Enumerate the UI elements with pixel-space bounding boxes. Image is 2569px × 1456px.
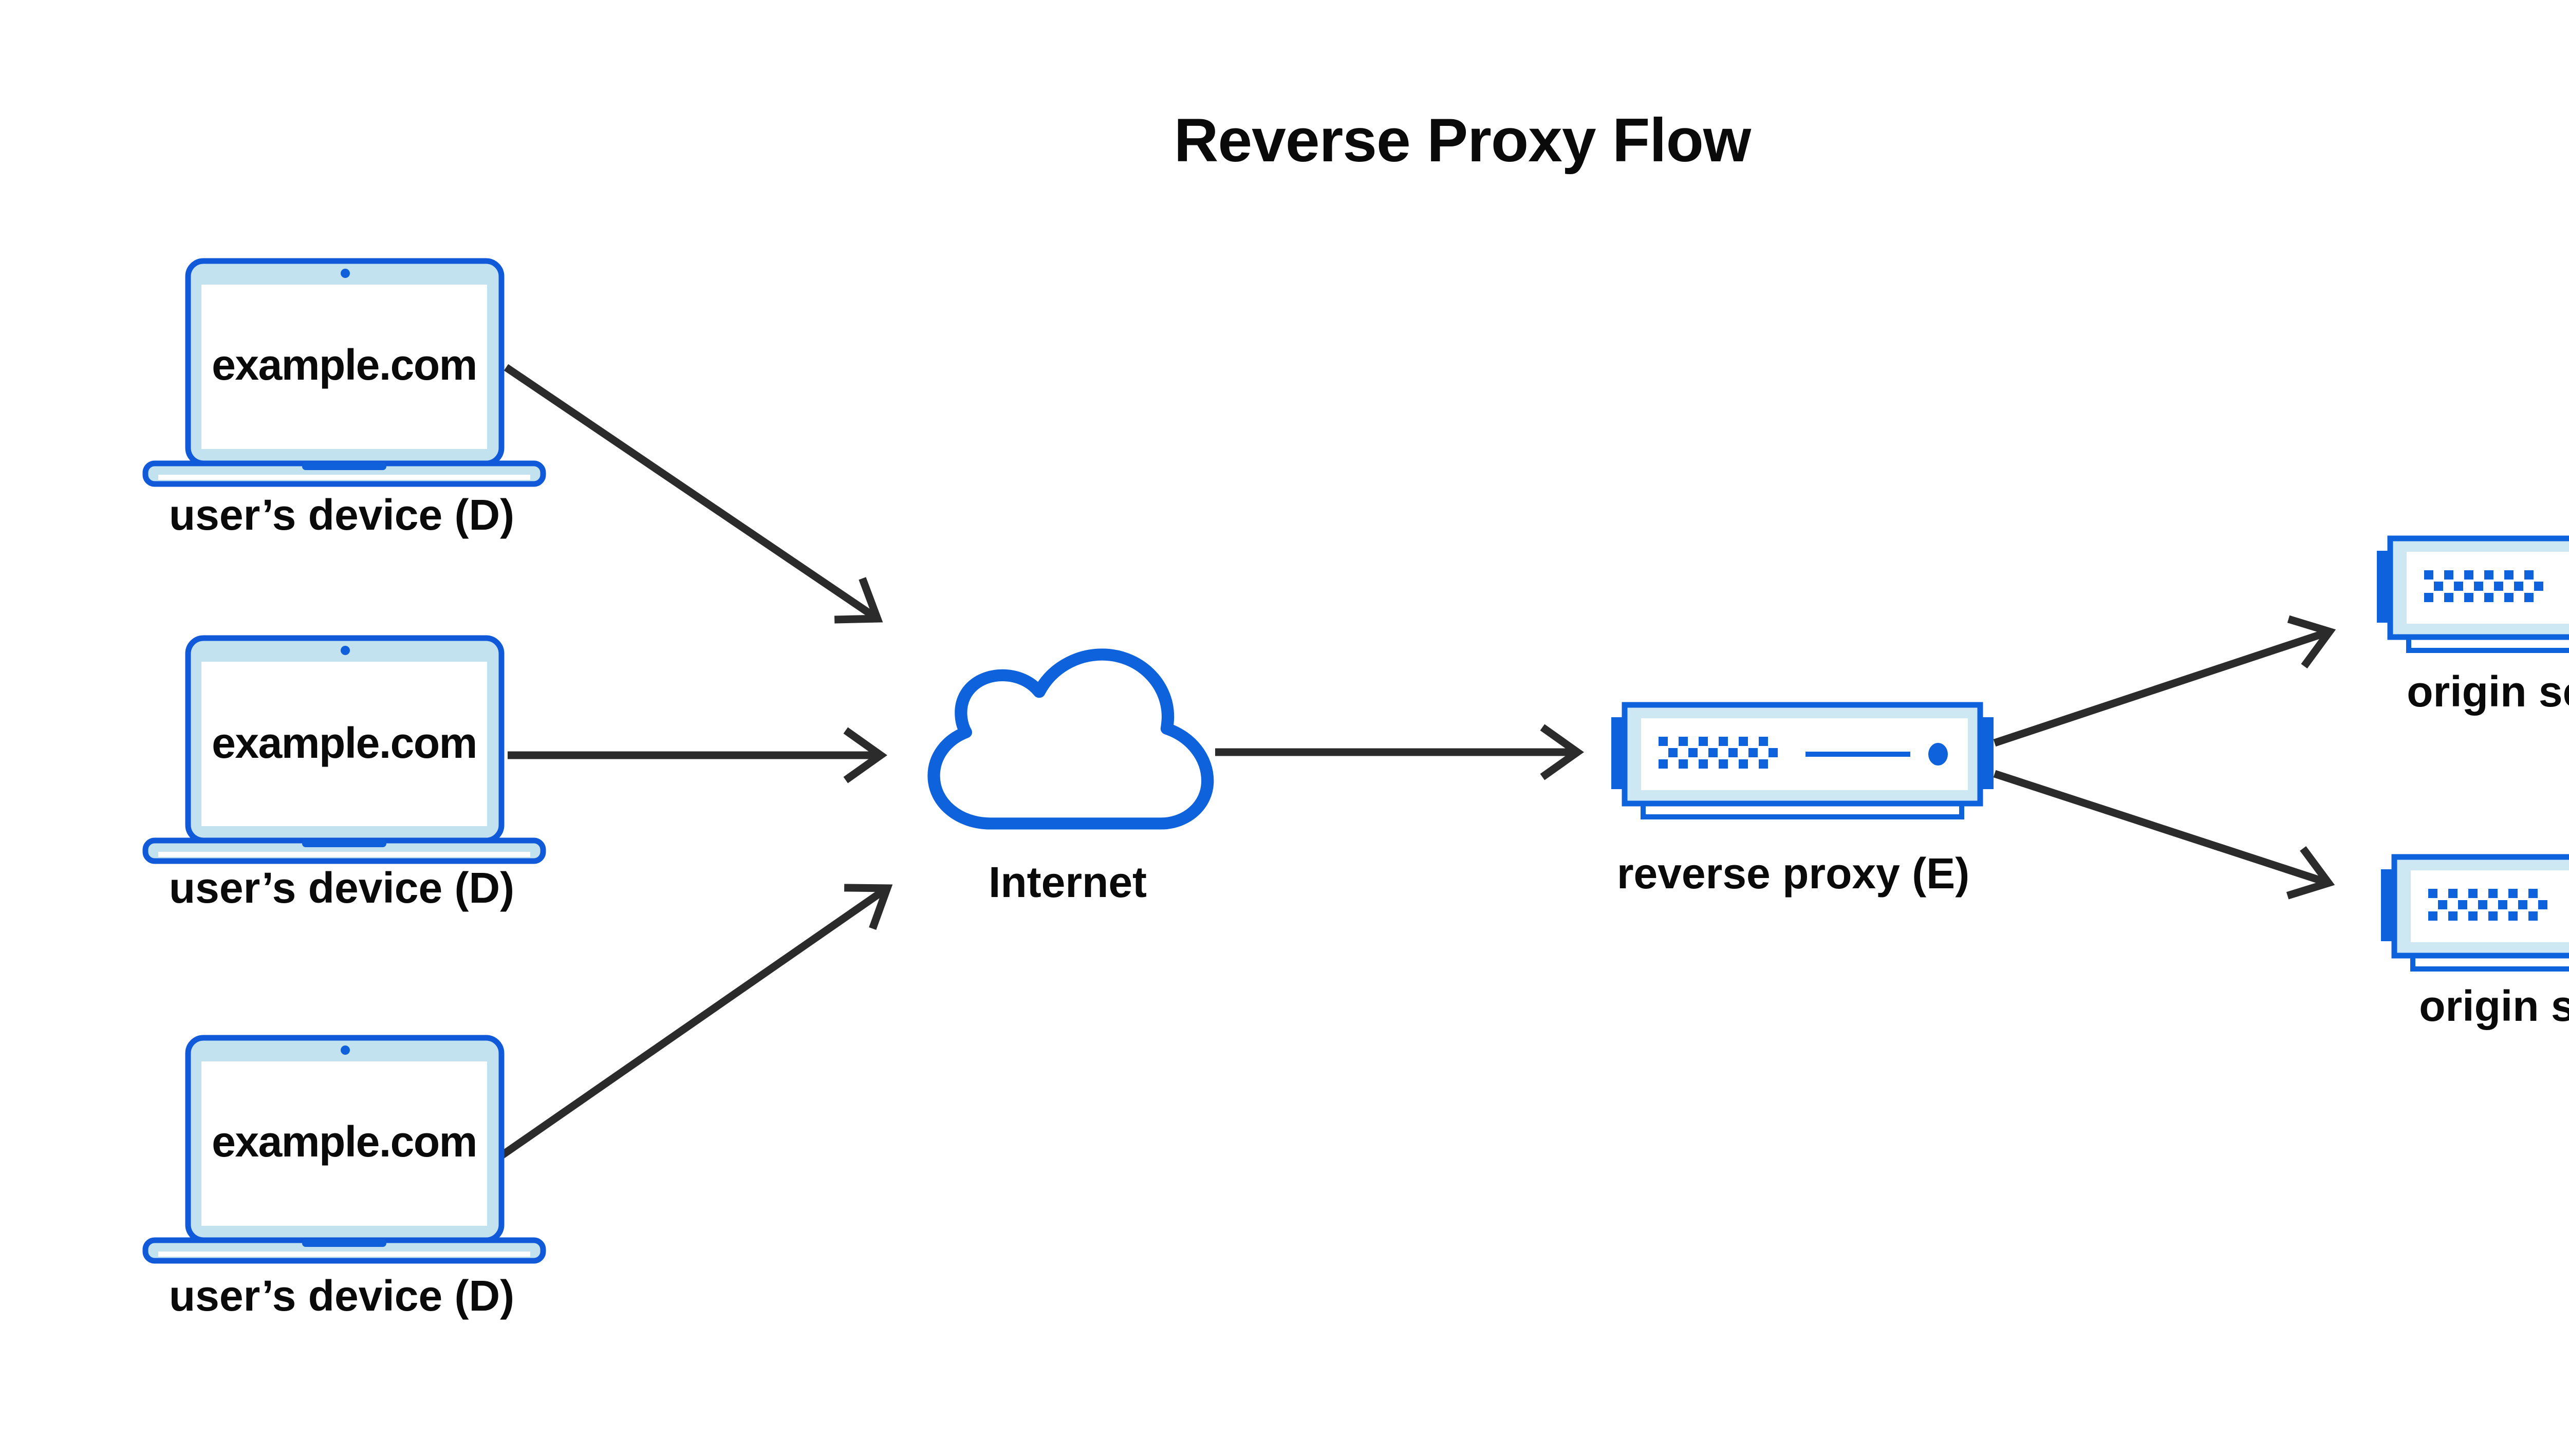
device-3-label: user’s device (D) — [169, 1272, 514, 1320]
arrow-device3-to-internet — [498, 884, 893, 1160]
origin-server-2-node: origin server (F) — [2381, 857, 2569, 1030]
device-3-screen-text: example.com — [212, 1117, 477, 1166]
device-1-screen-text: example.com — [212, 341, 477, 389]
reverse-proxy-node: reverse proxy (E) — [1611, 705, 1994, 898]
internet-label: Internet — [989, 858, 1147, 906]
origin-server-1-node: origin server (F) — [2377, 538, 2569, 716]
origin-server-2-label: origin server (F) — [2419, 982, 2569, 1030]
device-2-screen-text: example.com — [212, 719, 477, 767]
device-2-label: user’s device (D) — [169, 864, 514, 912]
origin-server-1-icon — [2377, 538, 2569, 650]
arrow-device1-to-internet — [504, 364, 883, 624]
arrow-proxy-to-origin1 — [1993, 615, 2336, 747]
device-1-node: example.com user’s device (D) — [145, 261, 543, 539]
reverse-proxy-server-icon — [1611, 705, 1994, 817]
reverse-proxy-label: reverse proxy (E) — [1617, 849, 1969, 898]
device-3-node: example.com user’s device (D) — [145, 1038, 543, 1320]
device-2-node: example.com user’s device (D) — [145, 638, 543, 912]
page-title: Reverse Proxy Flow — [1174, 106, 1752, 175]
arrow-proxy-to-origin2 — [1993, 770, 2335, 900]
origin-server-2-icon — [2381, 857, 2569, 969]
internet-node: Internet — [927, 648, 1214, 906]
cloud-icon — [927, 648, 1214, 830]
flow-arrows — [498, 364, 2336, 1160]
device-1-label: user’s device (D) — [169, 491, 514, 539]
origin-server-1-label: origin server (F) — [2407, 667, 2569, 716]
